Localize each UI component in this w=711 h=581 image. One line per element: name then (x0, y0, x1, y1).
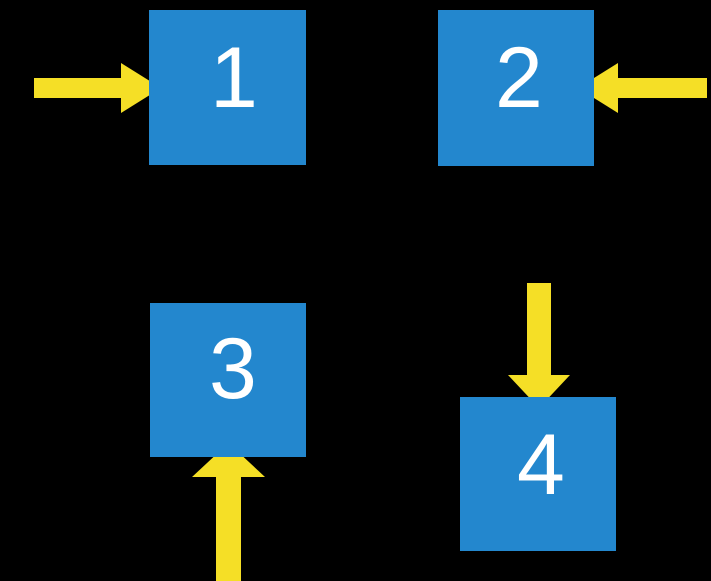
arrow-left-into-node-2 (578, 63, 707, 113)
arrow-left-shape (578, 63, 707, 113)
arrow-right-shape (34, 63, 161, 113)
arrow-down-into-node-4 (508, 283, 570, 408)
arrow-up-into-node-3 (192, 443, 265, 581)
arrow-up-shape (192, 443, 265, 581)
block-node-2-label: 2 (495, 30, 543, 126)
block-node-3[interactable]: 3 (150, 303, 306, 457)
block-node-4[interactable]: 4 (460, 397, 616, 551)
arrow-right-into-node-1 (34, 63, 161, 113)
arrow-down-shape (508, 283, 570, 408)
block-node-2[interactable]: 2 (438, 10, 594, 166)
block-node-3-label: 3 (209, 321, 257, 417)
block-node-1-label: 1 (210, 30, 258, 126)
block-node-1[interactable]: 1 (149, 10, 306, 165)
block-node-4-label: 4 (517, 417, 565, 513)
